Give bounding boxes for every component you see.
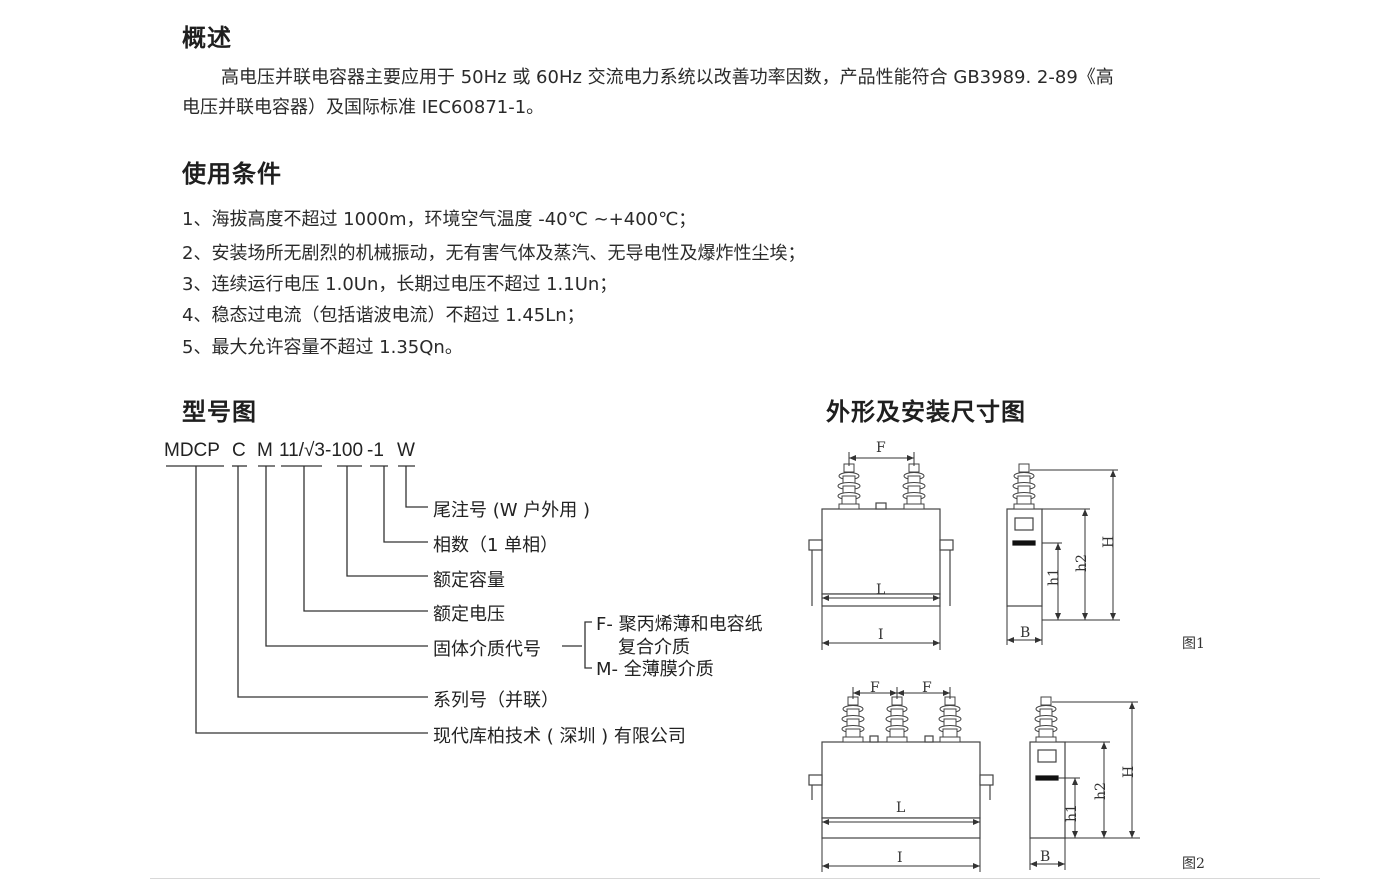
fig1-label-h: H: [1101, 536, 1117, 548]
fig1-side-view: [1006, 508, 1043, 607]
label-company: 现代库柏技术 ( 深圳 ) 有限公司: [433, 726, 686, 747]
label-series: 系列号（并联）: [433, 690, 559, 711]
label-voltage: 额定电压: [433, 604, 505, 625]
fig2-label-l: L: [896, 800, 905, 816]
model-heading: 型号图: [182, 398, 257, 426]
leader-dielectric: [265, 466, 428, 647]
fig2-caption: 图2: [1182, 856, 1205, 872]
label-capacity: 额定容量: [433, 570, 505, 591]
dimensions-heading: 外形及安装尺寸图: [826, 398, 1026, 426]
label-dielectric: 固体介质代号: [433, 639, 541, 660]
leader-company: [195, 466, 428, 734]
model-bracket-lines: [166, 465, 592, 734]
condition-item-2: 2、安装场所无剧烈的机械振动，无有害气体及蒸汽、无导电性及爆炸性尘埃；: [182, 243, 806, 264]
conditions-heading: 使用条件: [182, 160, 282, 188]
fig1-caption: 图1: [1182, 636, 1205, 652]
condition-item-4: 4、稳态过电流（包括谐波电流）不超过 1.45Ln；: [182, 305, 585, 326]
model-code-voltage-capacity: 11/√3-100: [279, 440, 364, 461]
model-code-c: C: [232, 440, 246, 461]
fig1-label-f: F: [876, 440, 886, 456]
overview-line-1: 高电压并联电容器主要应用于 50Hz 或 60Hz 交流电力系统以改善功率因数，…: [221, 67, 1114, 88]
fig1-label-i: I: [878, 627, 884, 643]
fig2-label-f1: F: [870, 680, 880, 696]
condition-item-1: 1、海拔高度不超过 1000m，环境空气温度 -40℃ ~+400℃；: [182, 209, 697, 230]
fig2-side-view: [1029, 741, 1066, 839]
model-code-mdcp: MDCP: [164, 440, 220, 461]
model-code-phase: -1: [367, 440, 384, 461]
dimension-drawings: F L I h1 h2 H B 图1: [808, 440, 1205, 872]
dielectric-option-f-cont: 复合介质: [618, 637, 690, 658]
fig1-label-b: B: [1020, 625, 1030, 641]
fig2-label-h: H: [1121, 766, 1137, 778]
fig2-label-b: B: [1040, 849, 1050, 865]
leader-voltage: [303, 466, 428, 612]
fig2-label-h2: h2: [1093, 782, 1109, 800]
fig2-label-h1: h1: [1064, 804, 1080, 822]
condition-item-3: 3、连续运行电压 1.0Un，长期过电压不超过 1.1Un；: [182, 274, 618, 295]
fig2-front-view: [808, 735, 994, 839]
label-suffix: 尾注号 (W 户外用 ): [433, 500, 591, 521]
fig1-label-h2: h2: [1074, 554, 1090, 572]
leader-capacity: [346, 466, 428, 577]
condition-item-5: 5、最大允许容量不超过 1.35Qn。: [182, 337, 463, 358]
model-code-m: M: [257, 440, 273, 461]
leader-suffix: [405, 466, 428, 508]
fig1-label-l: L: [876, 582, 885, 598]
leader-phase: [383, 466, 428, 543]
fig1-label-h1: h1: [1046, 568, 1062, 586]
fig2-label-f2: F: [922, 680, 932, 696]
overview-heading: 概述: [182, 24, 232, 52]
dielectric-option-m: M- 全薄膜介质: [596, 659, 714, 680]
overview-line-2: 电压并联电容器）及国际标准 IEC60871-1。: [182, 97, 545, 118]
bottom-divider: [150, 878, 1320, 879]
fig2-label-i: I: [897, 850, 903, 866]
label-phase: 相数（1 单相）: [433, 535, 559, 556]
model-code-suffix: W: [397, 440, 415, 461]
leader-series: [237, 466, 428, 698]
dielectric-option-f: F- 聚丙烯薄和电容纸: [596, 614, 763, 635]
